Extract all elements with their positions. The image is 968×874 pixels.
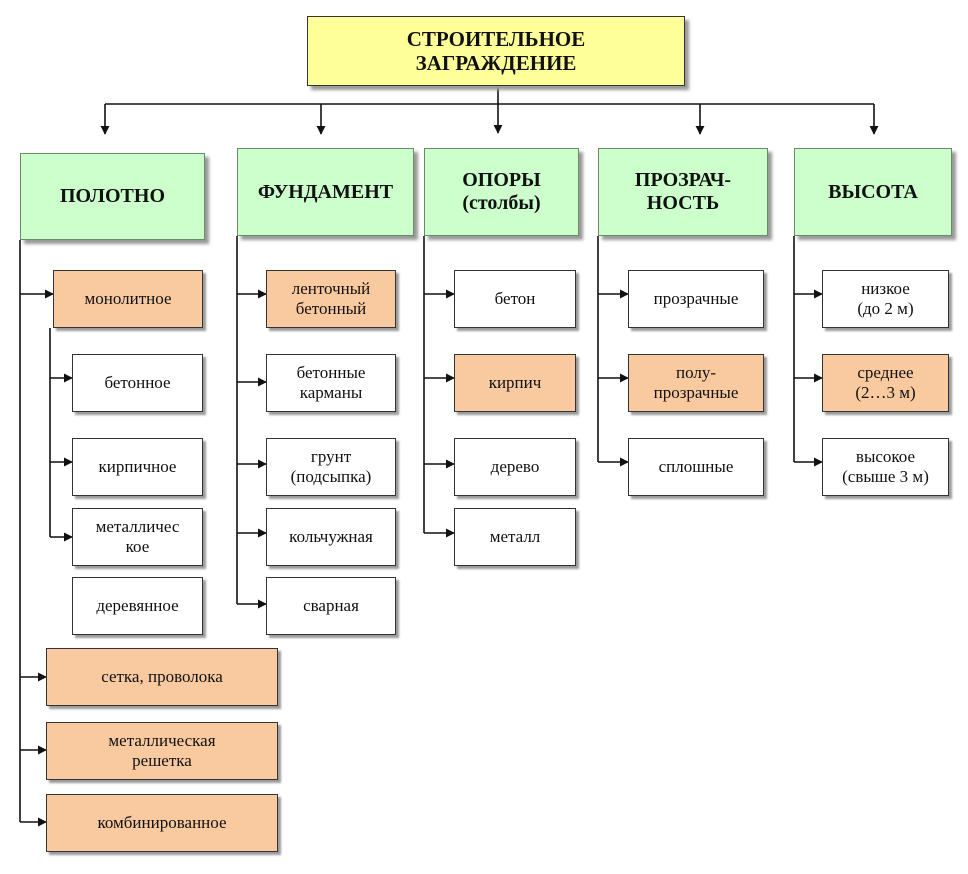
leaf-prozrachnost-1: прозрачные <box>628 270 764 328</box>
leaf-fundament-3: грунт (подсыпка) <box>266 438 396 496</box>
leaf-fundament-1: ленточный бетонный <box>266 270 396 328</box>
leaf-polotno-4: металличес кое <box>72 508 203 566</box>
leaf-polotno-6: сетка, проволока <box>46 648 278 706</box>
leaf-polotno-1: монолитное <box>53 270 203 328</box>
leaf-vysota-3: высокое (свыше 3 м) <box>822 438 949 496</box>
leaf-opory-3: дерево <box>454 438 576 496</box>
leaf-opory-4: металл <box>454 508 576 566</box>
leaf-polotno-5: деревянное <box>72 577 203 635</box>
category-header-fundament: ФУНДАМЕНТ <box>237 148 414 236</box>
leaf-prozrachnost-2: полу- прозрачные <box>628 354 764 412</box>
leaf-polotno-3: кирпичное <box>72 438 203 496</box>
leaf-fundament-2: бетонные карманы <box>266 354 396 412</box>
category-header-vysota: ВЫСОТА <box>794 148 952 236</box>
leaf-opory-2: кирпич <box>454 354 576 412</box>
category-header-polotno: ПОЛОТНО <box>20 153 205 240</box>
leaf-vysota-2: среднее (2…3 м) <box>822 354 949 412</box>
leaf-fundament-4: кольчужная <box>266 508 396 566</box>
diagram-title: СТРОИТЕЛЬНОЕ ЗАГРАЖДЕНИЕ <box>307 16 685 86</box>
leaf-polotno-7: металлическая решетка <box>46 722 278 780</box>
category-header-prozrachnost: ПРОЗРАЧ- НОСТЬ <box>598 148 768 236</box>
leaf-opory-1: бетон <box>454 270 576 328</box>
category-header-opory: ОПОРЫ (столбы) <box>424 148 579 236</box>
leaf-polotno-2: бетонное <box>72 354 203 412</box>
leaf-prozrachnost-3: сплошные <box>628 438 764 496</box>
leaf-fundament-5: сварная <box>266 577 396 635</box>
leaf-polotno-8: комбинированное <box>46 794 278 852</box>
leaf-vysota-1: низкое (до 2 м) <box>822 270 949 328</box>
